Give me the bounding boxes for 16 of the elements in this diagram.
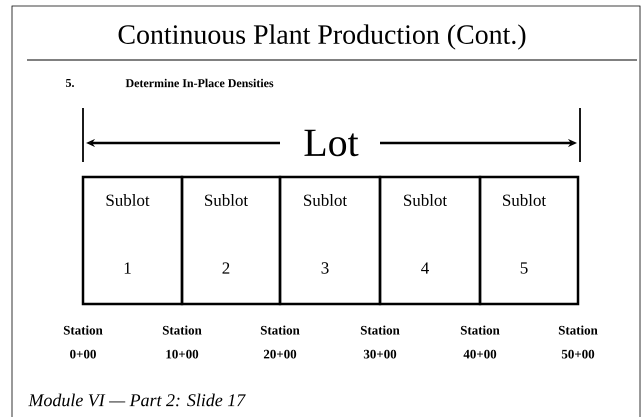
- sublot-box: Sublot 2: [180, 176, 282, 306]
- slide-title: Continuous Plant Production (Cont.): [118, 24, 526, 50]
- station-label: Station 0+00: [64, 326, 103, 358]
- station-label: Station 50+00: [558, 326, 598, 358]
- sublot-box: Sublot 3: [278, 176, 382, 306]
- station-label: Station 10+00: [162, 326, 202, 358]
- sublot-box: Sublot 4: [378, 176, 482, 306]
- slide-caption: Module VI — Part 2: Slide 17: [28, 394, 246, 406]
- station-label: Station 20+00: [260, 326, 300, 358]
- step-heading: Determine In-Place Densities: [126, 78, 274, 88]
- station-label: Station 30+00: [360, 326, 400, 358]
- step-number: 5.: [66, 79, 74, 87]
- sublot-box: Sublot 5: [478, 176, 580, 306]
- lot-label: Lot: [304, 130, 358, 156]
- sublot-box: Sublot 1: [82, 176, 184, 306]
- station-label: Station 40+00: [460, 326, 500, 358]
